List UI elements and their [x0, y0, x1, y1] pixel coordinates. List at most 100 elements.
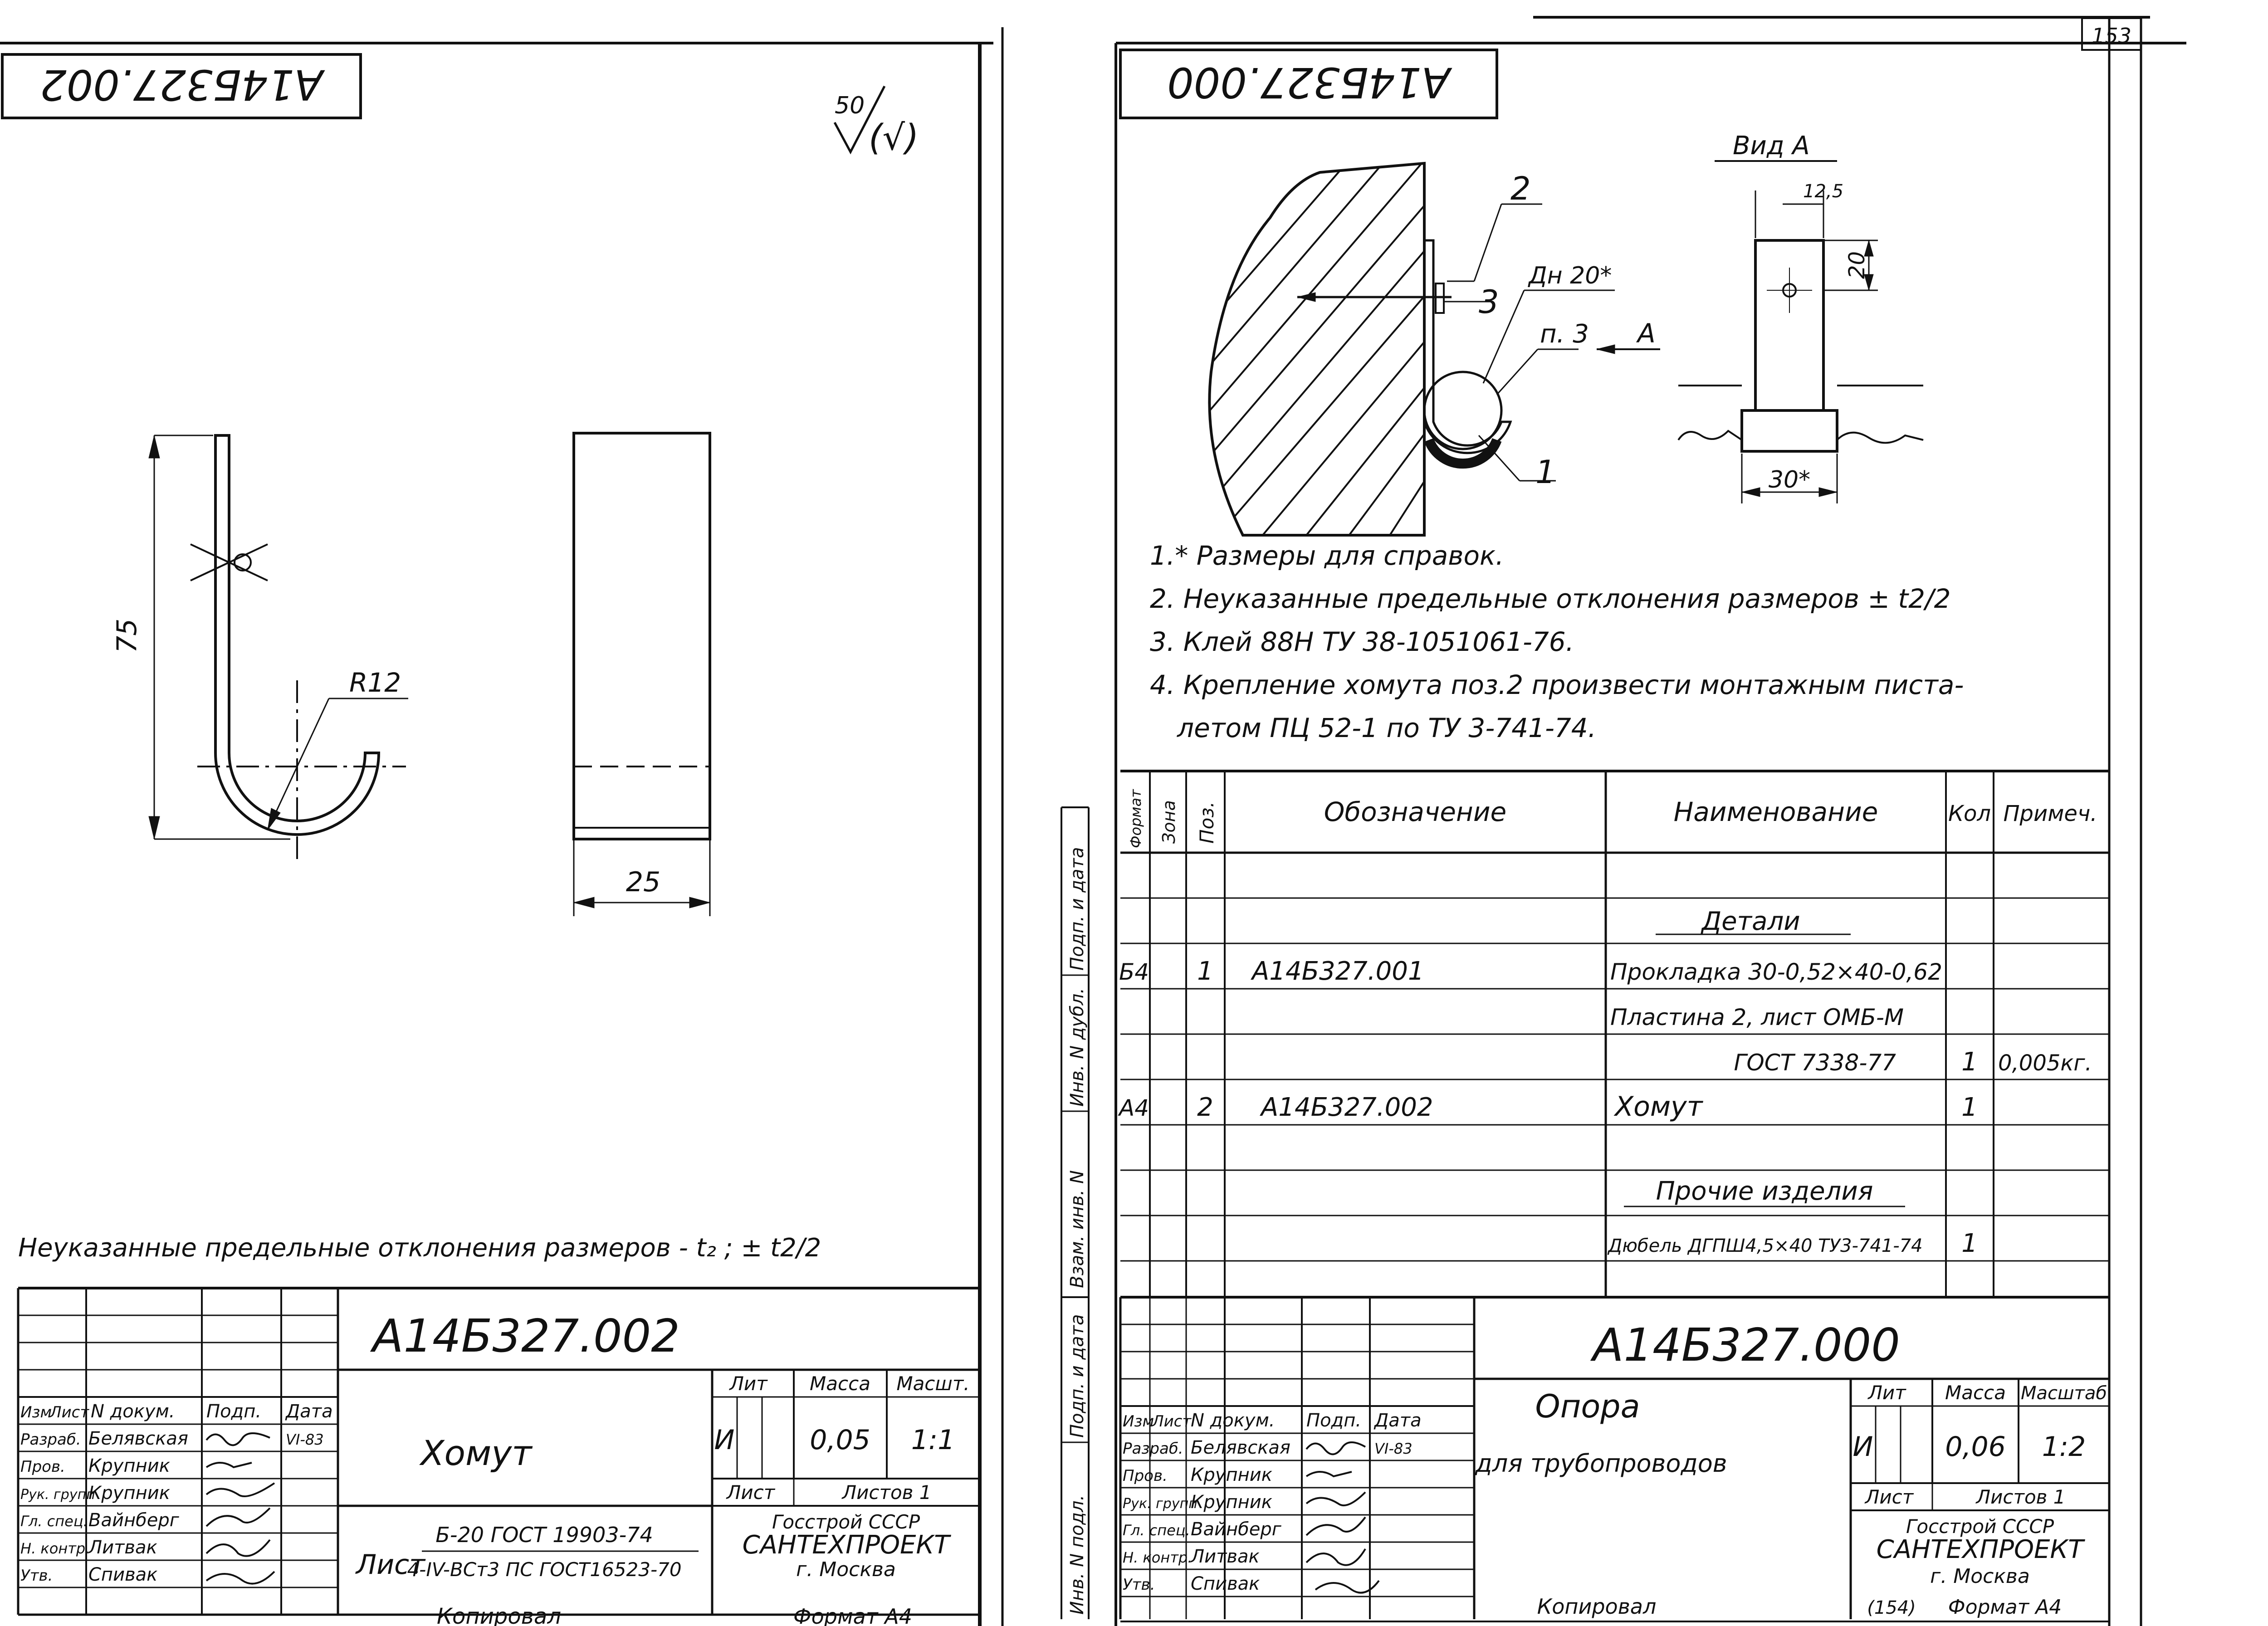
page-number-box [2081, 17, 2142, 51]
left-name-3: Крупник [88, 1483, 170, 1504]
right-signatures [1305, 1441, 1380, 1594]
spec-row-4-format: А4 [1118, 1095, 1149, 1121]
right-tb-sheets: Листов 1 [1975, 1486, 2066, 1508]
left-tb-lit: И [714, 1424, 735, 1456]
right-tb-code: А14Б327.000 [1590, 1318, 1900, 1372]
note-4: 4. Крепление хомута поз.2 произвести мон… [1150, 669, 1964, 700]
callout-arrow-a: А [1636, 318, 1656, 349]
hook-side-view [148, 434, 408, 862]
side-label-2: Инв. N дубл. [1067, 988, 1088, 1107]
spec-head-name: Наименование [1674, 796, 1878, 827]
left-tb-people: Разраб. Белявская VI-83 Пров. Крупник Ру… [20, 1428, 324, 1585]
spec-row-3-name: ГОСТ 7338-77 [1734, 1050, 1897, 1076]
spec-row-5-qty: 1 [1961, 1229, 1978, 1258]
left-role-4: Гл. спец. [20, 1513, 88, 1530]
right-footer-format: Формат А4 [1948, 1596, 2062, 1619]
note-3: 3. Клей 88Н ТУ 38-1051061-76. [1150, 626, 1574, 657]
left-tb-code: А14Б327.002 [370, 1309, 680, 1362]
left-date-1: VI-83 [286, 1431, 324, 1448]
assembly-notes: 1.* Размеры для справок. 2. Неуказанные … [1150, 540, 1964, 743]
dim-height: 75 [111, 619, 143, 653]
svg-text:Изм: Изм [20, 1403, 52, 1421]
spec-row-4-qty: 1 [1961, 1093, 1978, 1122]
right-name-5: Литвак [1190, 1546, 1260, 1567]
spec-row-4-name: Хомут [1613, 1091, 1704, 1123]
spec-row-1-pos: 1 [1197, 957, 1213, 986]
spec-table-grid [1120, 770, 2109, 1299]
spec-row-3-note: 0,005кг. [1998, 1050, 2092, 1076]
spec-head-qty: Кол [1948, 801, 1991, 826]
callout-dn: Дн 20* [1528, 262, 1612, 289]
left-name-6: Спивак [88, 1564, 157, 1585]
left-signatures [205, 1432, 275, 1585]
left-tb-sheet: Лист [726, 1481, 776, 1504]
right-role-2: Пров. [1123, 1467, 1168, 1485]
right-name-6: Спивак [1191, 1573, 1260, 1594]
dim-radius: R12 [349, 667, 401, 698]
left-note: Неуказанные предельные отклонения размер… [18, 1233, 821, 1263]
spec-row-1-format: Б4 [1119, 959, 1149, 985]
right-tb-col-heads: Изм Лист N докум. Подп. Дата [1123, 1410, 1422, 1431]
right-tb-sheet: Лист [1864, 1486, 1914, 1508]
right-role-3: Рук. групп [1123, 1496, 1198, 1512]
right-stamp: А14Б327.000 [1119, 49, 1498, 119]
right-tb-lit: И [1853, 1431, 1873, 1463]
sheet-frames [0, 16, 2186, 1626]
left-footer-copied: Копировал [437, 1604, 561, 1626]
side-label-1: Подп. и дата [1067, 847, 1088, 971]
right-tb-people: Разраб. Белявская VI-83 Пров. Крупник Ру… [1123, 1437, 1413, 1594]
svg-text:Лист: Лист [1151, 1412, 1192, 1431]
clamp-assembly [1297, 203, 1660, 482]
spec-row-1-name: Прокладка 30-0,52×40-0,62 [1610, 959, 1942, 985]
spec-head-zone: Зона [1159, 800, 1179, 844]
strap-front-view [572, 432, 711, 916]
left-tb-sheets: Листов 1 [841, 1481, 932, 1504]
view-a-label: Вид А [1733, 131, 1810, 161]
view-dim-w: 12,5 [1803, 181, 1843, 202]
left-tb-mass: 0,05 [810, 1424, 870, 1456]
right-tb-scale: 1:2 [2042, 1431, 2086, 1463]
left-stamp-code: А14Б327.002 [40, 60, 325, 109]
left-tb-material-top: Б-20 ГОСТ 19903-74 [435, 1523, 653, 1547]
left-stamp: А14Б327.002 [1, 53, 362, 119]
right-name-2: Крупник [1191, 1465, 1272, 1485]
left-tb-col-heads: Изм Лист N докум. Подп. Дата [20, 1401, 333, 1422]
spec-row-1-designation: А14Б327.001 [1251, 957, 1424, 986]
right-role-6: Утв. [1123, 1576, 1155, 1594]
left-role-1: Разраб. [20, 1431, 81, 1449]
right-name-4: Вайнберг [1191, 1519, 1282, 1540]
right-date-1: VI-83 [1374, 1440, 1413, 1457]
svg-text:50: 50 [835, 92, 865, 119]
spec-head-pos: Поз. [1196, 801, 1218, 844]
left-name-4: Вайнберг [88, 1510, 180, 1531]
right-tb-name-bottom: для трубопроводов [1475, 1449, 1727, 1478]
note-5: летом ПЦ 52-1 по ТУ 3-741-74. [1177, 713, 1596, 743]
right-title-block [1119, 1297, 2109, 1619]
left-footer-format: Формат А4 [793, 1604, 912, 1626]
svg-text:Подп.: Подп. [1306, 1410, 1361, 1431]
spec-row-4-designation: А14Б327.002 [1260, 1093, 1433, 1122]
callout-1: 1 [1535, 454, 1556, 491]
callout-p3: п. 3 [1540, 319, 1589, 349]
callout-2: 2 [1510, 170, 1531, 207]
left-tb-mass-head: Масса [810, 1372, 870, 1395]
left-tb-scale-head: Масшт. [896, 1372, 969, 1395]
side-label-5: Инв. N подл. [1067, 1495, 1088, 1615]
right-name-3: Крупник [1191, 1492, 1272, 1513]
left-tb-org-2: САНТЕХПРОЕКТ [743, 1530, 952, 1560]
view-dim-base: 30* [1769, 466, 1810, 493]
left-tb-material-prefix: Лист [355, 1549, 426, 1581]
left-title-block [17, 1287, 980, 1616]
callout-3: 3 [1479, 283, 1499, 321]
right-tb-org-3: г. Москва [1930, 1565, 2030, 1588]
note-2: 2. Неуказанные предельные отклонения раз… [1150, 583, 1951, 614]
left-role-5: Н. контр. [20, 1540, 90, 1557]
svg-text:Лист: Лист [49, 1403, 89, 1421]
wall-section [1208, 161, 1426, 537]
right-tb-mass: 0,06 [1945, 1431, 2006, 1463]
right-role-1: Разраб. [1123, 1440, 1183, 1458]
left-tb-org-3: г. Москва [796, 1558, 896, 1581]
svg-text:Изм: Изм [1123, 1412, 1154, 1431]
svg-text:N докум.: N докум. [91, 1401, 175, 1422]
